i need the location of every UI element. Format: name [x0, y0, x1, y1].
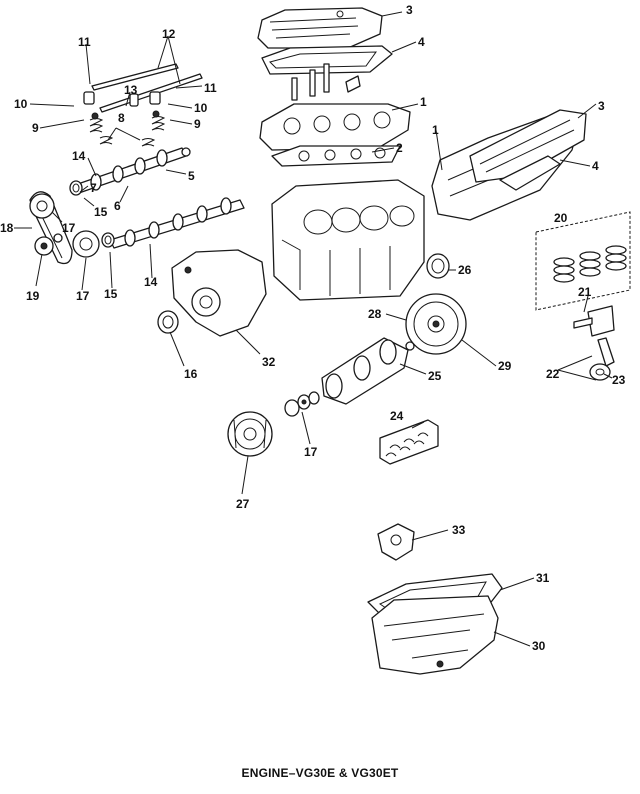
callout-10: 10: [14, 97, 28, 111]
crankshaft-pulley: [227, 411, 273, 457]
callout-1: 1: [420, 95, 427, 109]
callout-27: 27: [236, 497, 250, 511]
camshaft-lower: [109, 197, 245, 249]
oil-pickup: [377, 523, 415, 561]
oil-pan: [371, 595, 499, 675]
head-gasket-right: [499, 155, 561, 191]
engine-block: [271, 179, 425, 301]
callout-17: 17: [76, 289, 90, 303]
rocker-shafts: [91, 63, 203, 113]
callout-9: 9: [32, 121, 39, 135]
callout-2: 2: [396, 141, 403, 155]
callout-30: 30: [532, 639, 546, 653]
callout-26: 26: [458, 263, 472, 277]
rear-main-seal: [426, 253, 450, 279]
crankshaft: [321, 337, 415, 405]
callout-25: 25: [428, 369, 442, 383]
flywheel: [405, 293, 467, 355]
callout-9: 9: [194, 117, 201, 131]
callout-1: 1: [432, 123, 439, 137]
valve-lifters: [83, 91, 161, 107]
callout-19: 19: [26, 289, 40, 303]
callout-17: 17: [304, 445, 318, 459]
callout-10: 10: [194, 101, 208, 115]
callout-15: 15: [94, 205, 108, 219]
callout-3: 3: [598, 99, 605, 113]
callout-14: 14: [144, 275, 158, 289]
callout-24: 24: [390, 409, 404, 423]
callout-15: 15: [104, 287, 118, 301]
callout-7: 7: [90, 181, 97, 195]
tensioner-pulley: [34, 233, 63, 256]
camshaft-seals: [69, 180, 115, 248]
callout-11: 11: [204, 81, 217, 95]
callout-17: 17: [62, 221, 76, 235]
callout-16: 16: [184, 367, 198, 381]
cylinder-head-left: [259, 103, 411, 151]
callout-12: 12: [162, 27, 176, 41]
callout-28: 28: [368, 307, 382, 321]
connecting-rod: [589, 337, 615, 381]
camshaft-upper: [71, 147, 191, 195]
leader-lines: [14, 11, 613, 647]
callout-4: 4: [592, 159, 599, 173]
head-bolts: [291, 63, 361, 101]
crankshaft-sprocket: [284, 391, 320, 417]
camshaft-sprockets: [29, 193, 100, 258]
callout-32: 32: [262, 355, 276, 369]
callout-14: 14: [72, 149, 86, 163]
callout-8: 8: [118, 111, 125, 125]
valve-springs: [89, 110, 166, 147]
callout-21: 21: [578, 285, 592, 299]
callout-labels: 3 4 1 2 1 3 4 11 12 11 13 10 10 9 9 8 14…: [0, 3, 626, 653]
callout-18: 18: [0, 221, 14, 235]
valve-cover-right: [469, 109, 587, 183]
callout-3: 3: [406, 3, 413, 17]
callout-11: 11: [78, 35, 91, 49]
front-seal: [157, 310, 179, 334]
callout-23: 23: [612, 373, 626, 387]
callout-31: 31: [536, 571, 550, 585]
callout-6: 6: [114, 199, 121, 213]
valve-cover-left: [257, 7, 383, 49]
callout-20: 20: [554, 211, 568, 225]
valve-cover-gasket-left: [261, 45, 393, 75]
callout-22: 22: [546, 367, 560, 381]
callout-5: 5: [188, 169, 195, 183]
main-bearings: [379, 419, 439, 465]
diagram-caption: ENGINE–VG30E & VG30ET: [241, 766, 399, 780]
callout-29: 29: [498, 359, 512, 373]
piston: [573, 305, 615, 337]
callout-13: 13: [124, 83, 138, 97]
callout-4: 4: [418, 35, 425, 49]
callout-33: 33: [452, 523, 466, 537]
head-gasket-left: [271, 145, 401, 167]
oil-pump-cover: [171, 249, 267, 337]
piston-rings: [535, 211, 631, 311]
